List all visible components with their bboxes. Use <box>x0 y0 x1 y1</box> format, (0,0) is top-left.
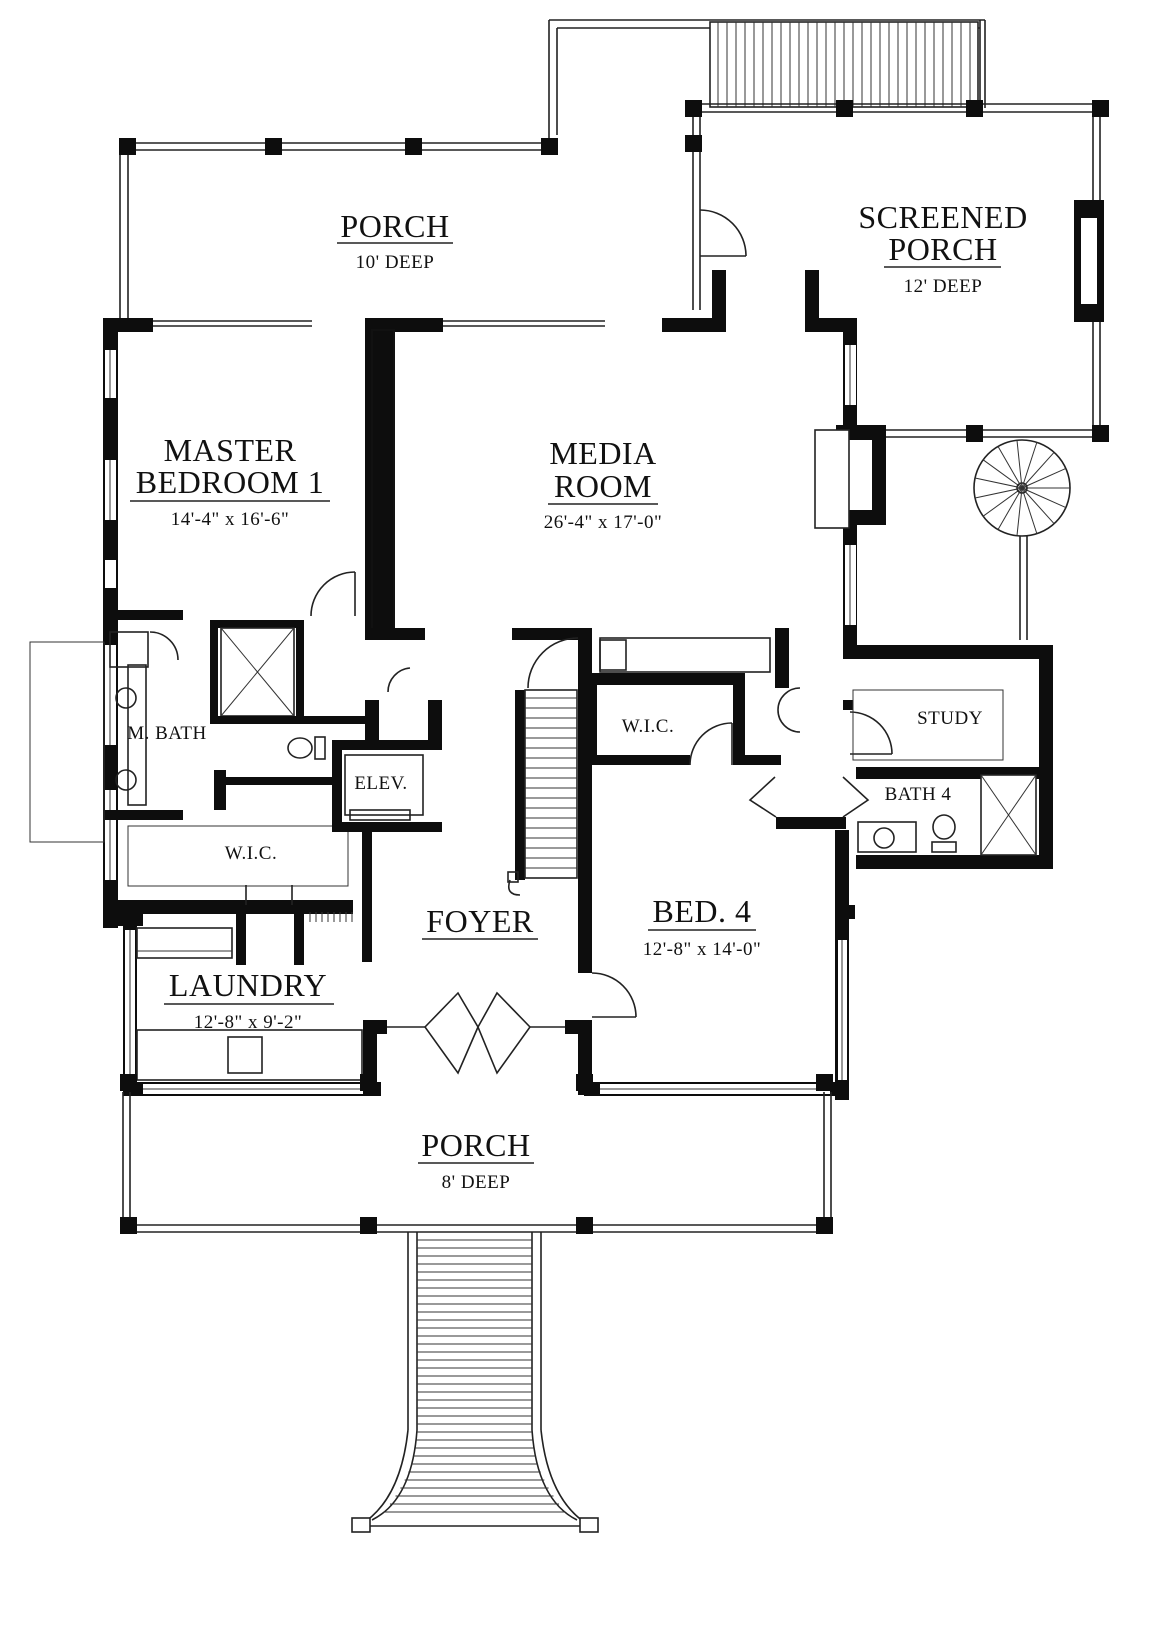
rear-stair <box>709 21 979 108</box>
media-room-name-1: MEDIA <box>549 435 656 471</box>
label-laundry: LAUNDRY 12'-8" x 9'-2" <box>164 967 334 1033</box>
label-foyer: FOYER <box>422 903 538 940</box>
screened-porch-name-2: PORCH <box>888 231 997 267</box>
front-stair <box>351 1232 599 1533</box>
front-entry <box>363 972 637 1095</box>
screened-porch-name-1: SCREENED <box>858 199 1027 235</box>
wic-bed4-label: W.I.C. <box>622 716 674 737</box>
label-media-room: MEDIA ROOM 26'-4" x 17'-0" <box>544 435 663 533</box>
label-porch-front: PORCH 8' DEEP <box>418 1127 534 1193</box>
laundry-fixtures <box>136 912 363 1081</box>
laundry-name: LAUNDRY <box>169 967 327 1003</box>
master-bath-area <box>103 571 370 914</box>
label-bed4: BED. 4 12'-8" x 14'-0" <box>643 893 762 960</box>
porch-front-name: PORCH <box>421 1127 530 1163</box>
laundry-dim: 12'-8" x 9'-2" <box>194 1012 303 1033</box>
main-stair <box>507 628 592 973</box>
porch-rear-dim: 10' DEEP <box>356 252 435 273</box>
porch-front-dim: 8' DEEP <box>442 1172 511 1193</box>
bed4-wic-study-bath <box>585 628 1037 856</box>
bath4-label: BATH 4 <box>885 784 952 805</box>
windows <box>105 320 856 1094</box>
bay-outline <box>29 641 105 843</box>
label-master-bedroom: MASTER BEDROOM 1 14'-4" x 16'-6" <box>130 432 330 530</box>
media-room-dim: 26'-4" x 17'-0" <box>544 512 663 533</box>
master-bedroom-name-2: BEDROOM 1 <box>136 464 325 500</box>
master-bedroom-dim: 14'-4" x 16'-6" <box>171 509 290 530</box>
study-label: STUDY <box>917 708 983 729</box>
screened-porch-outline <box>685 100 1109 442</box>
label-screened-porch: SCREENED PORCH 12' DEEP <box>858 199 1027 297</box>
elev-label: ELEV. <box>354 773 407 794</box>
rear-porch-railing <box>119 19 986 320</box>
front-porch <box>120 1074 833 1234</box>
foyer-name: FOYER <box>426 903 534 939</box>
label-porch-rear: PORCH 10' DEEP <box>337 208 453 273</box>
bed4-name: BED. 4 <box>653 893 752 929</box>
rear-porch-posts <box>119 138 558 155</box>
media-room-name-2: ROOM <box>554 468 652 504</box>
spiral-stair <box>973 439 1071 640</box>
bed4-dim: 12'-8" x 14'-0" <box>643 939 762 960</box>
master-bedroom-name-1: MASTER <box>164 432 297 468</box>
m-bath-label: M. BATH <box>127 723 207 744</box>
elevator-area <box>236 667 442 965</box>
screened-porch-dim: 12' DEEP <box>904 276 983 297</box>
porch-rear-name: PORCH <box>340 208 449 244</box>
wic-master-label: W.I.C. <box>225 843 277 864</box>
